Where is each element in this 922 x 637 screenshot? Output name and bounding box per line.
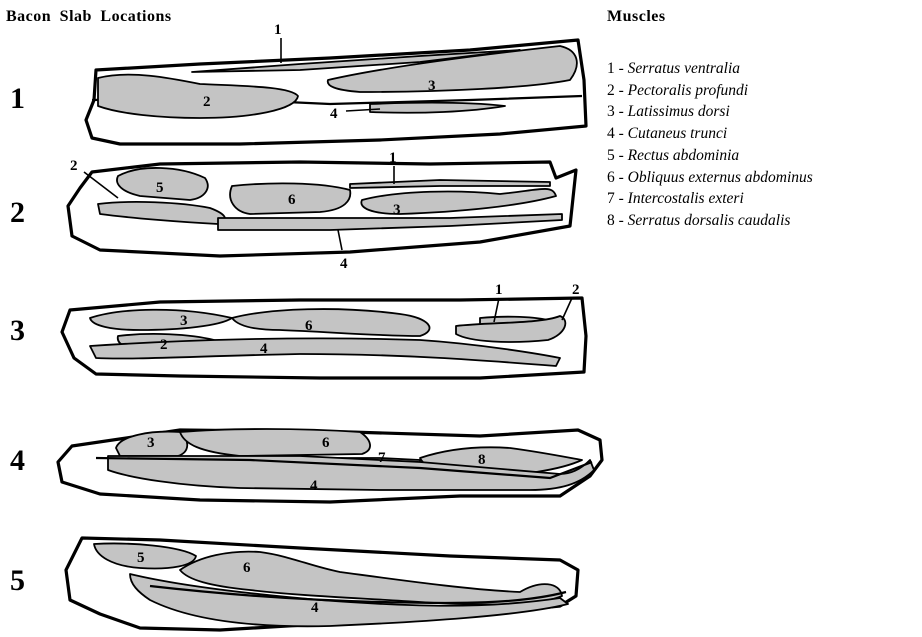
slab-1-label-3: 3 <box>428 78 436 94</box>
slab-3-section: 3 6 1 2 2 4 <box>62 282 586 378</box>
slab-4-label-8: 8 <box>478 452 486 468</box>
slab-3-label-1: 1 <box>495 282 503 298</box>
slab-5-label-5: 5 <box>137 550 145 566</box>
slab-1-section: 1 2 3 4 <box>86 22 586 144</box>
slab-1-label-2: 2 <box>203 94 211 110</box>
slab-1-label-1: 1 <box>274 22 282 38</box>
slab-1-label-4: 4 <box>330 106 338 122</box>
slab-4-section: 3 6 7 8 4 <box>58 429 602 502</box>
slab-5-label-4: 4 <box>311 600 319 616</box>
slab-4-label-7: 7 <box>378 450 386 466</box>
slab-2-label-4: 4 <box>340 256 348 272</box>
slab-3-label-4: 4 <box>260 341 268 357</box>
slab-4-label-4: 4 <box>310 478 318 494</box>
slab-3-label-2a: 2 <box>160 337 168 353</box>
slab-5-label-6: 6 <box>243 560 251 576</box>
slab-3-label-3: 3 <box>180 313 188 329</box>
slab-2-label-6: 6 <box>288 192 296 208</box>
slab-4-label-3: 3 <box>147 435 155 451</box>
slab-4-label-6: 6 <box>322 435 330 451</box>
slab-2-section: 2 5 6 1 3 4 <box>68 150 576 272</box>
slab-2-label-2: 2 <box>70 158 78 174</box>
slab-3-label-6: 6 <box>305 318 313 334</box>
slab-3-label-2b: 2 <box>572 282 580 298</box>
slab-5-section: 5 6 4 <box>66 538 578 630</box>
slab-2-label-3: 3 <box>393 202 401 218</box>
slab-2-label-5: 5 <box>156 180 164 196</box>
slab-2-label-1: 1 <box>389 150 397 166</box>
